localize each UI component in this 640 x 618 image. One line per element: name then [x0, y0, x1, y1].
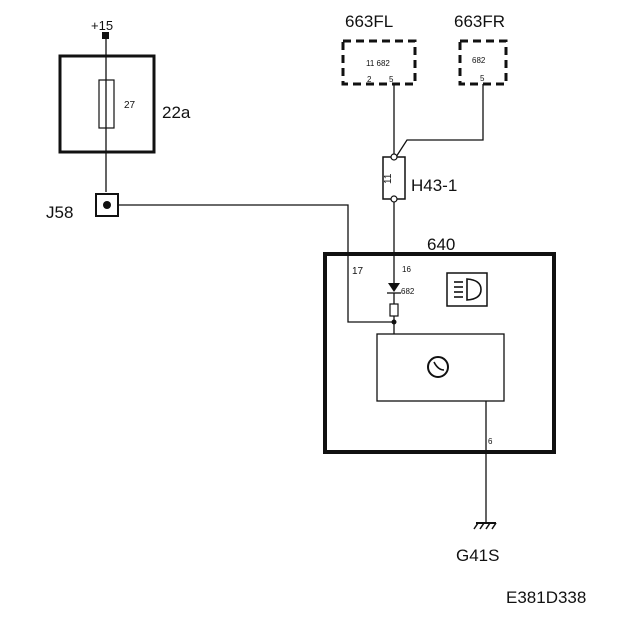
motor-icon-mark [433, 361, 445, 371]
connector-bottom-pin [390, 195, 398, 203]
module-label: 640 [427, 235, 455, 254]
resistor [389, 303, 399, 317]
wire-663fr [395, 84, 484, 158]
fuse-box-label: 22a [162, 103, 191, 122]
connector-pin-number: 11 [383, 173, 394, 184]
component-663fl-pin-5: 5 [389, 75, 394, 84]
component-663fr-label: 663FR [454, 12, 505, 31]
ground-label: G41S [456, 546, 499, 565]
figure-id: E381D338 [506, 588, 586, 607]
power-label: +15 [91, 18, 113, 33]
component-663fr-pin-5: 5 [480, 74, 485, 83]
component-663fr-pin-top: 682 [472, 56, 486, 65]
fuse-number: 27 [124, 100, 136, 111]
component-663fl-pin-top: 11 682 [366, 59, 390, 68]
ground-icon [473, 512, 497, 530]
node-dot [391, 319, 397, 325]
module-640 [323, 252, 556, 454]
connector-label: H43-1 [411, 176, 457, 195]
wire-j58-to-module [118, 204, 392, 323]
diode-symbol [388, 283, 400, 292]
module-pin-16: 16 [402, 265, 411, 274]
module-pin-ground: 6 [488, 437, 493, 446]
junction-label: J58 [46, 203, 73, 222]
junction-dot [103, 201, 111, 209]
component-663fl [341, 39, 417, 86]
headlight-beam-icon [454, 278, 482, 301]
module-pin-17: 17 [352, 266, 364, 277]
fuse-box [58, 54, 156, 154]
module-wire-code: 682 [401, 287, 415, 296]
power-terminal [102, 32, 109, 39]
component-663fl-pin-2: 2 [367, 75, 372, 84]
component-663fl-label: 663FL [345, 12, 393, 31]
connector-top-pin [390, 153, 398, 161]
